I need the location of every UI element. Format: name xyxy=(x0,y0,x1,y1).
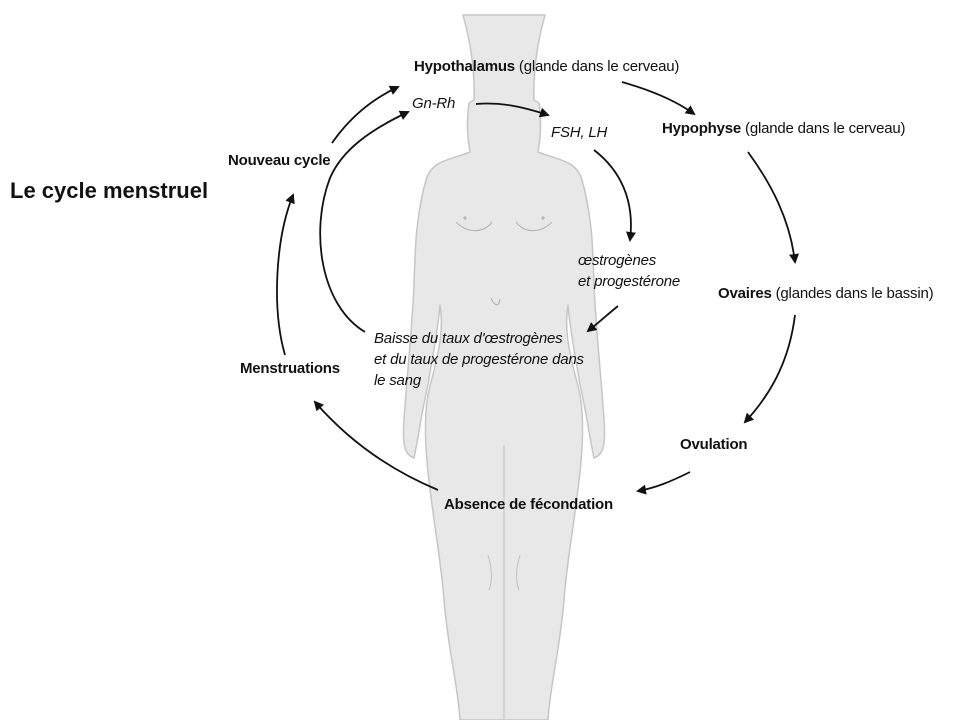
label-menstruations: Menstruations xyxy=(240,358,340,379)
label-ovulation: Ovulation xyxy=(680,434,747,455)
arrow-hypophyse-to-ovaires xyxy=(748,152,795,262)
label-gnrh: Gn-Rh xyxy=(412,93,455,114)
label-baisse-taux: Baisse du taux d'œstrogènes et du taux d… xyxy=(374,328,624,391)
hypothalamus-desc: (glande dans le cerveau) xyxy=(519,58,679,75)
arrow-baisse-to-hypothalamus xyxy=(320,112,408,332)
label-nouveau-cycle: Nouveau cycle xyxy=(228,150,330,171)
diagram-title: Le cycle menstruel xyxy=(10,178,208,204)
ovaires-desc: (glandes dans le bassin) xyxy=(776,285,934,302)
arrow-menstruations-to-nouveau-cycle xyxy=(277,195,293,355)
arrow-ovaires-to-ovulation xyxy=(745,315,795,422)
nipple xyxy=(463,216,466,219)
hypothalamus-name: Hypothalamus xyxy=(414,58,515,75)
ovulation-text: Ovulation xyxy=(680,436,747,453)
nouveau-cycle-text: Nouveau cycle xyxy=(228,152,330,169)
hypophyse-name: Hypophyse xyxy=(662,120,741,137)
baisse-line-1: Baisse du taux d'œstrogènes xyxy=(374,328,624,349)
label-hypothalamus: Hypothalamus (glande dans le cerveau) xyxy=(414,56,679,77)
arrow-hypothalamus-to-hypophyse xyxy=(622,82,694,114)
hypophyse-desc: (glande dans le cerveau) xyxy=(745,120,905,137)
arrow-nouveau-cycle-to-hypothalamus xyxy=(332,87,398,143)
baisse-line-2: et du taux de progestérone dans xyxy=(374,349,624,370)
oestrogenes-line-1: œstrogènes xyxy=(578,250,708,271)
label-hypophyse: Hypophyse (glande dans le cerveau) xyxy=(662,118,905,139)
label-ovaires: Ovaires (glandes dans le bassin) xyxy=(718,283,933,304)
label-absence-fecondation: Absence de fécondation xyxy=(444,494,613,515)
menstruations-text: Menstruations xyxy=(240,360,340,377)
baisse-line-3: le sang xyxy=(374,370,624,391)
oestrogenes-line-2: et progestérone xyxy=(578,271,708,292)
label-fsh-lh: FSH, LH xyxy=(551,122,607,143)
arrow-ovulation-to-absence xyxy=(638,472,690,491)
absence-text: Absence de fécondation xyxy=(444,496,613,513)
ovaires-name: Ovaires xyxy=(718,285,772,302)
nipple xyxy=(541,216,544,219)
label-oestrogenes-progesterone: œstrogènes et progestérone xyxy=(578,250,708,292)
arrow-fsh-lh-to-oestrogenes xyxy=(594,150,631,240)
